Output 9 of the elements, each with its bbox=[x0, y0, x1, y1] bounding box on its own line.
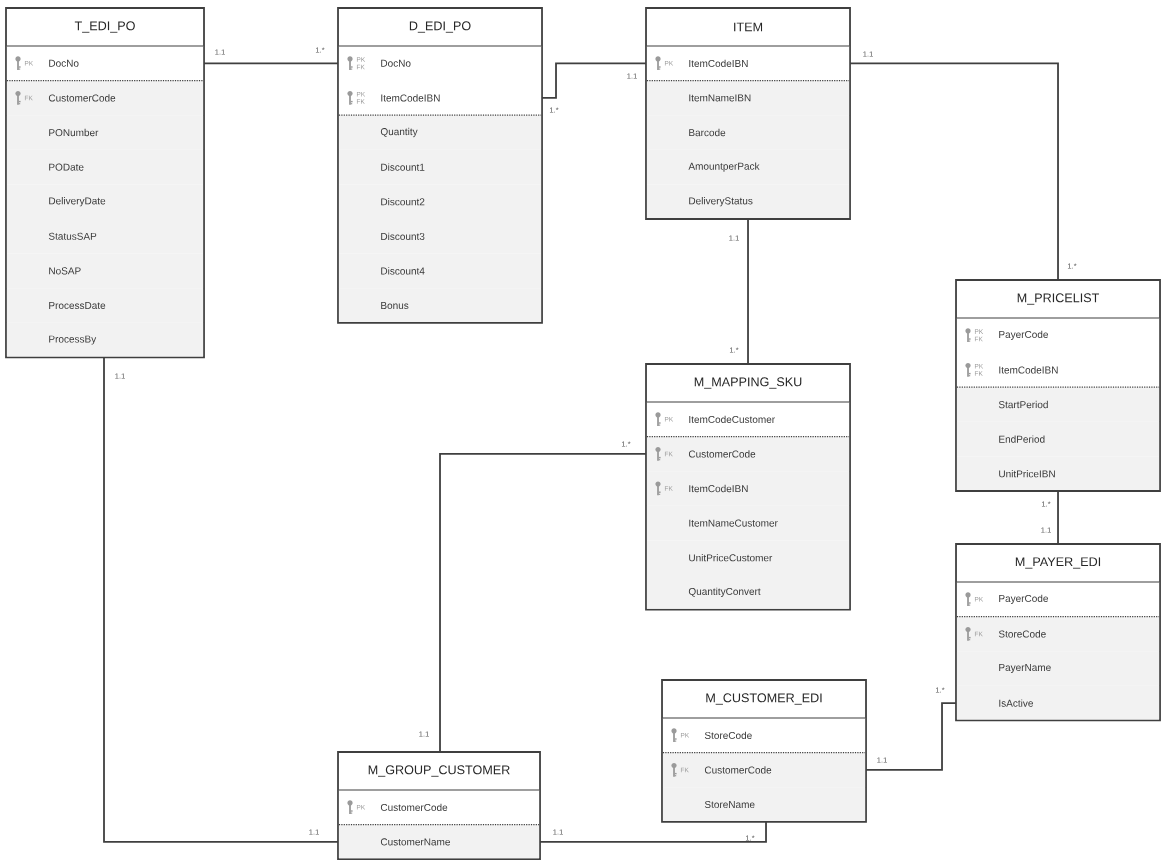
relationship-line bbox=[747, 218, 749, 365]
relationship-line bbox=[865, 702, 957, 771]
relationship-line bbox=[1057, 490, 1059, 545]
relationship-line bbox=[849, 62, 1059, 281]
relationship-line bbox=[203, 62, 339, 65]
relationship-line bbox=[539, 820, 767, 843]
relationship-line bbox=[439, 453, 647, 753]
relationship-line bbox=[541, 62, 647, 99]
relationship-line bbox=[103, 356, 339, 843]
